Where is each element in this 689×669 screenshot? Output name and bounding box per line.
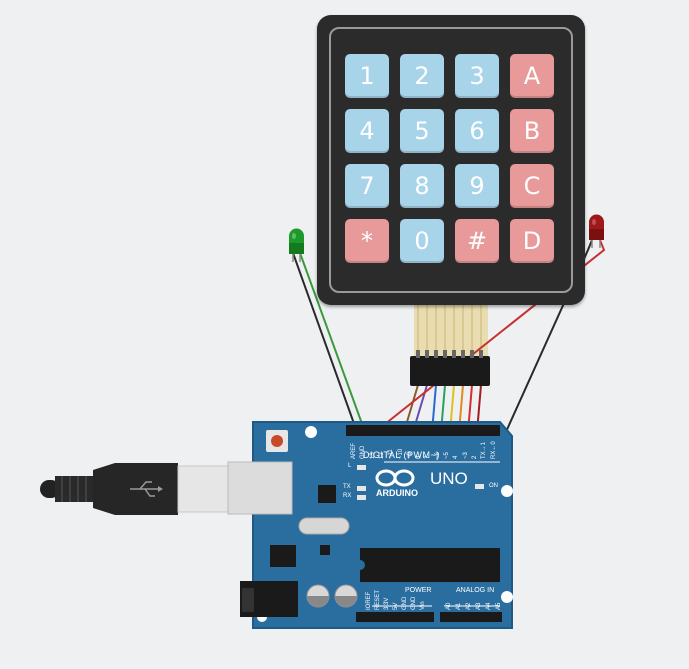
pin-label: 12 — [378, 452, 385, 459]
digital-pwm-label: DIGITAL (PWM~) — [363, 450, 440, 460]
keypad-key[interactable]: B — [510, 109, 554, 153]
usb-chip — [318, 485, 336, 503]
red-led[interactable] — [589, 214, 604, 248]
usb-plug-head — [177, 465, 229, 513]
capacitors — [306, 584, 358, 608]
arduino-logo-icon — [375, 469, 415, 487]
keypad-key[interactable]: 4 — [345, 109, 389, 153]
pin-label: GND — [360, 445, 367, 459]
pin-label: 4 — [453, 455, 460, 459]
usb-cable[interactable] — [40, 463, 229, 515]
keypad-key[interactable]: 7 — [345, 164, 389, 208]
keypad-key[interactable]: 1 — [345, 54, 389, 98]
pin-label: 3.3V — [384, 597, 390, 610]
usb-strain-relief — [55, 476, 93, 502]
keypad-key[interactable]: 2 — [400, 54, 444, 98]
keypad-key[interactable]: 0 — [400, 219, 444, 263]
pin-label: RESET — [375, 589, 381, 610]
digital-header[interactable] — [346, 425, 500, 436]
pin-label: RX←0 — [490, 441, 497, 459]
keypad-key[interactable]: D — [510, 219, 554, 263]
keypad-pin-header[interactable] — [410, 350, 490, 386]
pin-label: A1 — [456, 602, 462, 610]
rx-led-indicator — [357, 495, 366, 500]
wire-green-led-13 — [299, 252, 366, 433]
keypad-key[interactable]: * — [345, 219, 389, 263]
pin-label: ~6 — [434, 452, 441, 459]
keypad-ribbon-cable — [414, 305, 488, 357]
pin-label: Vin — [420, 601, 426, 610]
tx-label: TX — [343, 484, 351, 490]
smd-component — [320, 545, 330, 555]
pin-label: IOREF — [366, 591, 372, 610]
crystal-oscillator — [298, 517, 350, 535]
pin-label: A0 — [446, 602, 452, 610]
mount-hole — [305, 426, 317, 438]
analog-header[interactable] — [440, 612, 502, 622]
keypad-key[interactable]: A — [510, 54, 554, 98]
atmega-chip — [360, 548, 500, 582]
pin-label: 8 — [416, 455, 423, 459]
keypad-key[interactable]: # — [455, 219, 499, 263]
keypad-frame — [329, 27, 573, 293]
pin-label: ~11 — [388, 449, 395, 459]
pin-label: ~10 — [397, 448, 404, 459]
pin-label: GND — [411, 596, 417, 610]
analog-in-label: ANALOG IN — [456, 587, 495, 594]
l-label: L — [348, 463, 352, 469]
pin-label: A2 — [466, 602, 472, 610]
l-led-indicator — [357, 465, 366, 470]
keypad-key[interactable]: 9 — [455, 164, 499, 208]
pin-label: ~9 — [406, 452, 413, 459]
green-led[interactable] — [289, 228, 304, 262]
rx-label: RX — [343, 493, 352, 499]
on-label: ON — [489, 483, 498, 489]
keypad-key[interactable]: C — [510, 164, 554, 208]
arduino-uno-board[interactable] — [227, 421, 513, 629]
on-led-indicator — [475, 484, 484, 489]
mount-hole — [501, 485, 513, 497]
reset-button[interactable] — [266, 430, 288, 452]
usb-icon — [130, 481, 163, 497]
mount-hole — [501, 591, 513, 603]
pin-label: A5 — [496, 602, 502, 610]
tx-led-indicator — [357, 486, 366, 491]
arduino-brand-label: ARDUINO — [376, 488, 418, 498]
pin-label: TX→1 — [481, 441, 488, 459]
power-label: POWER — [405, 587, 432, 594]
pin-label: ~5 — [444, 452, 450, 459]
pin-label: GND — [402, 596, 408, 610]
keypad-key[interactable]: 3 — [455, 54, 499, 98]
pin-label: ~3 — [462, 452, 469, 459]
power-header[interactable] — [356, 612, 434, 622]
keypad-key[interactable]: 8 — [400, 164, 444, 208]
pin-label: 13 — [369, 452, 376, 459]
usb-port — [227, 461, 293, 515]
pin-label: 2 — [471, 455, 478, 459]
pin-label: A4 — [486, 602, 492, 610]
pin-label: A3 — [476, 602, 482, 610]
keypad-key[interactable]: 6 — [455, 109, 499, 153]
uno-model-label: UNO — [430, 469, 468, 488]
voltage-regulator — [270, 545, 296, 567]
keypad-key[interactable]: 5 — [400, 109, 444, 153]
pin-label: 5V — [393, 602, 399, 610]
pin-label: AREF — [351, 442, 357, 459]
ribbon-backing — [414, 305, 488, 357]
wire-green-led-gnd — [292, 252, 358, 433]
pin-label: 7 — [425, 455, 432, 459]
